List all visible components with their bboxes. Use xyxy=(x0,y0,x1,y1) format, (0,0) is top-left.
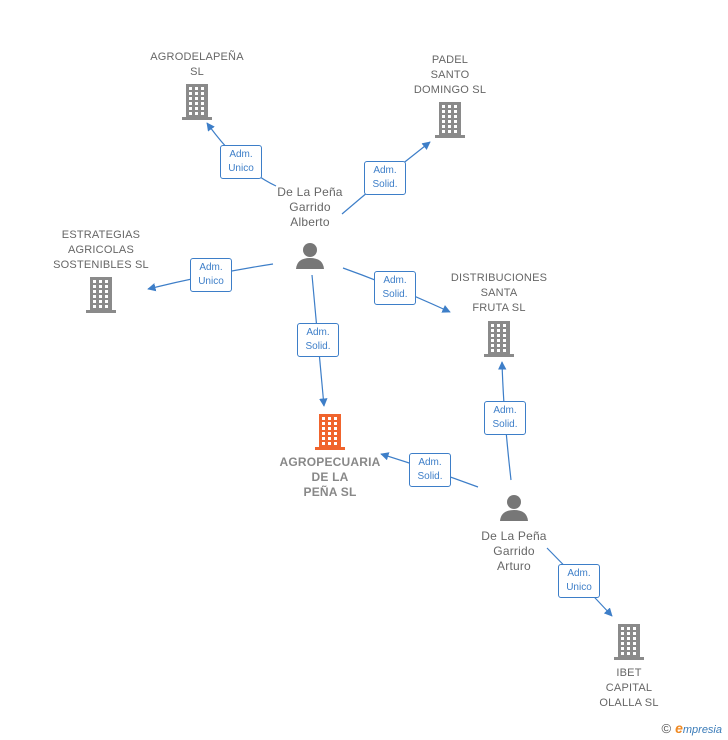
empresia-logo: ©empresia xyxy=(661,720,722,736)
building-icon xyxy=(614,624,644,660)
person-label-alberto[interactable]: De La Peña Garrido Alberto xyxy=(277,185,343,229)
logo-initial: e xyxy=(675,720,683,736)
edge-label-arturo-distribuciones[interactable]: Adm. Solid. xyxy=(484,401,526,435)
company-node-agropecuaria[interactable] xyxy=(315,414,345,450)
company-label-agropecuaria[interactable]: AGROPECUARIA DE LA PEÑA SL xyxy=(279,455,381,499)
company-node-distribuciones[interactable] xyxy=(484,321,514,357)
building-icon xyxy=(484,321,514,357)
edge-label-alberto-agrodelapena[interactable]: Adm. Unico xyxy=(220,145,262,179)
person-node-alberto[interactable] xyxy=(296,243,324,269)
building-icon xyxy=(182,84,212,120)
company-label-agrodelapena[interactable]: AGRODELAPEÑA SL xyxy=(150,51,244,78)
company-label-estrategias[interactable]: ESTRATEGIAS AGRICOLAS SOSTENIBLES SL xyxy=(53,229,149,271)
edge-label-arturo-ibet[interactable]: Adm. Unico xyxy=(558,564,600,598)
edge-label-alberto-agropecuaria[interactable]: Adm. Solid. xyxy=(297,323,339,357)
company-label-ibet[interactable]: IBET CAPITAL OLALLA SL xyxy=(599,667,659,709)
person-label-arturo[interactable]: De La Peña Garrido Arturo xyxy=(481,529,547,573)
company-node-padel[interactable] xyxy=(435,102,465,138)
edge-label-alberto-estrategias[interactable]: Adm. Unico xyxy=(190,258,232,292)
company-node-estrategias[interactable] xyxy=(86,277,116,313)
person-icon xyxy=(500,495,528,521)
copyright-icon: © xyxy=(661,721,672,736)
edge-label-arturo-agropecuaria[interactable]: Adm. Solid. xyxy=(409,453,451,487)
person-icon xyxy=(296,243,324,269)
company-label-padel[interactable]: PADEL SANTO DOMINGO SL xyxy=(413,54,487,96)
edge-label-alberto-distribuciones[interactable]: Adm. Solid. xyxy=(374,271,416,305)
building-icon xyxy=(315,414,345,450)
company-node-agrodelapena[interactable] xyxy=(182,84,212,120)
building-icon xyxy=(435,102,465,138)
edge-label-alberto-padel[interactable]: Adm. Solid. xyxy=(364,161,406,195)
building-icon xyxy=(86,277,116,313)
company-node-ibet[interactable] xyxy=(614,624,644,660)
logo-text: mpresia xyxy=(682,724,722,736)
company-label-distribuciones[interactable]: DISTRIBUCIONES SANTA FRUTA SL xyxy=(450,272,548,314)
person-node-arturo[interactable] xyxy=(500,495,528,521)
